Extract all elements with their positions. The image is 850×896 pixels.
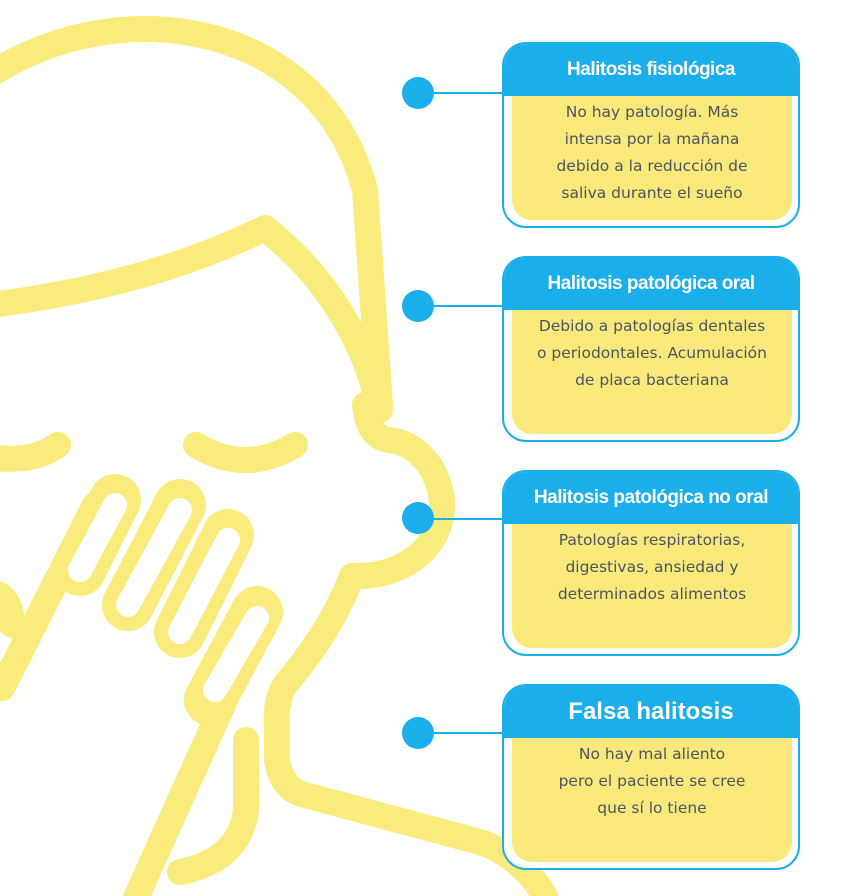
card-body: No hay mal aliento pero el paciente se c… bbox=[512, 738, 792, 862]
card-text-line: intensa por la mañana bbox=[564, 130, 740, 148]
finger-2 bbox=[102, 479, 206, 631]
card-halitosis-fisiologica: Halitosis fisiológica No hay patología. … bbox=[502, 42, 800, 228]
connector-line bbox=[418, 518, 504, 520]
card-body: Debido a patologías dentales o periodont… bbox=[512, 310, 792, 434]
card-body: No hay patología. Más intensa por la mañ… bbox=[512, 96, 792, 220]
card-text-line: No hay patología. Más bbox=[565, 103, 739, 121]
card-text-line: Patologías respiratorias, bbox=[558, 531, 746, 549]
left-eye bbox=[0, 432, 71, 472]
head-outline bbox=[0, 16, 393, 418]
card-falsa-halitosis: Falsa halitosis No hay mal aliento pero … bbox=[502, 684, 800, 870]
card-halitosis-patologica-oral: Halitosis patológica oral Debido a patol… bbox=[502, 256, 800, 442]
connector-line bbox=[418, 92, 504, 94]
finger-1 bbox=[54, 474, 141, 596]
card-title: Halitosis patológica oral bbox=[504, 258, 798, 310]
card-title: Falsa halitosis bbox=[504, 686, 798, 738]
bullet-dot bbox=[402, 77, 434, 109]
finger-3 bbox=[154, 509, 254, 658]
connector-line bbox=[418, 305, 504, 307]
nose bbox=[339, 392, 455, 590]
card-text-line: saliva durante el sueño bbox=[561, 184, 743, 202]
card-title: Halitosis fisiológica bbox=[504, 44, 798, 96]
card-title: Halitosis patológica no oral bbox=[504, 472, 798, 524]
card-halitosis-patologica-no-oral: Halitosis patológica no oral Patologías … bbox=[502, 470, 800, 656]
card-text-line: que sí lo tiene bbox=[597, 799, 707, 817]
cheek bbox=[0, 582, 25, 638]
card-text-line: pero el paciente se cree bbox=[558, 772, 746, 790]
card-text-line: debido a la reducción de bbox=[556, 157, 748, 175]
card-text-line: Debido a patologías dentales bbox=[538, 317, 766, 335]
bullet-dot bbox=[402, 502, 434, 534]
card-text-line: determinados alimentos bbox=[557, 585, 747, 603]
finger-4 bbox=[184, 586, 283, 726]
card-text-line: digestivas, ansiedad y bbox=[565, 558, 739, 576]
card-text-line: de placa bacteriana bbox=[575, 371, 729, 389]
card-body: Patologías respiratorias, digestivas, an… bbox=[512, 524, 792, 648]
connector-line bbox=[418, 732, 504, 734]
bullet-dot bbox=[402, 717, 434, 749]
right-eye bbox=[183, 432, 308, 473]
hairline bbox=[0, 215, 393, 423]
bullet-dot bbox=[402, 290, 434, 322]
card-text-line: o periodontales. Acumulación bbox=[537, 344, 767, 362]
wrist bbox=[167, 727, 259, 885]
card-text-line: No hay mal aliento bbox=[578, 745, 726, 763]
